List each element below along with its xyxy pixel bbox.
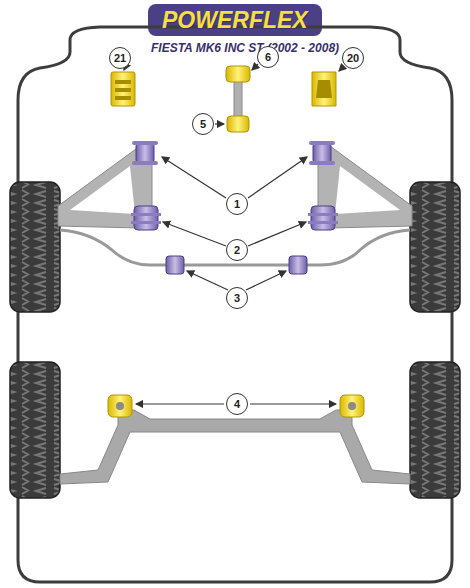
callout-number: 5: [192, 113, 214, 135]
callout-number: 4: [226, 393, 248, 415]
anti-roll-bar: [60, 230, 410, 265]
brand-logo: POWERFLEX: [162, 7, 308, 34]
callout-number: 21: [109, 47, 131, 69]
callout-number: 6: [257, 46, 279, 68]
leader-lines: [124, 64, 344, 404]
callout-number: 1: [226, 193, 248, 215]
rear-beam: [60, 410, 410, 484]
arm-cutout: [335, 166, 400, 214]
front-right-tyre: [410, 182, 460, 312]
front-left-tyre: [10, 182, 60, 312]
gearbox-mount-insert: [312, 72, 336, 106]
callout-number: 2: [226, 239, 248, 261]
engine-mount-insert: [111, 72, 135, 106]
front-arm-bush: [132, 141, 335, 165]
lower-torque-mount: [226, 66, 250, 132]
logo-plate: [148, 4, 322, 36]
car-outline: [18, 27, 452, 582]
callout-number: 20: [342, 47, 364, 69]
rear-right-tyre: [410, 362, 460, 498]
rear-left-tyre: [10, 362, 60, 498]
diagram-title: FIESTA MK6 INC ST (2002 - 2008): [151, 41, 339, 55]
callout-number: 3: [226, 287, 248, 309]
arm-cutout: [70, 166, 135, 214]
